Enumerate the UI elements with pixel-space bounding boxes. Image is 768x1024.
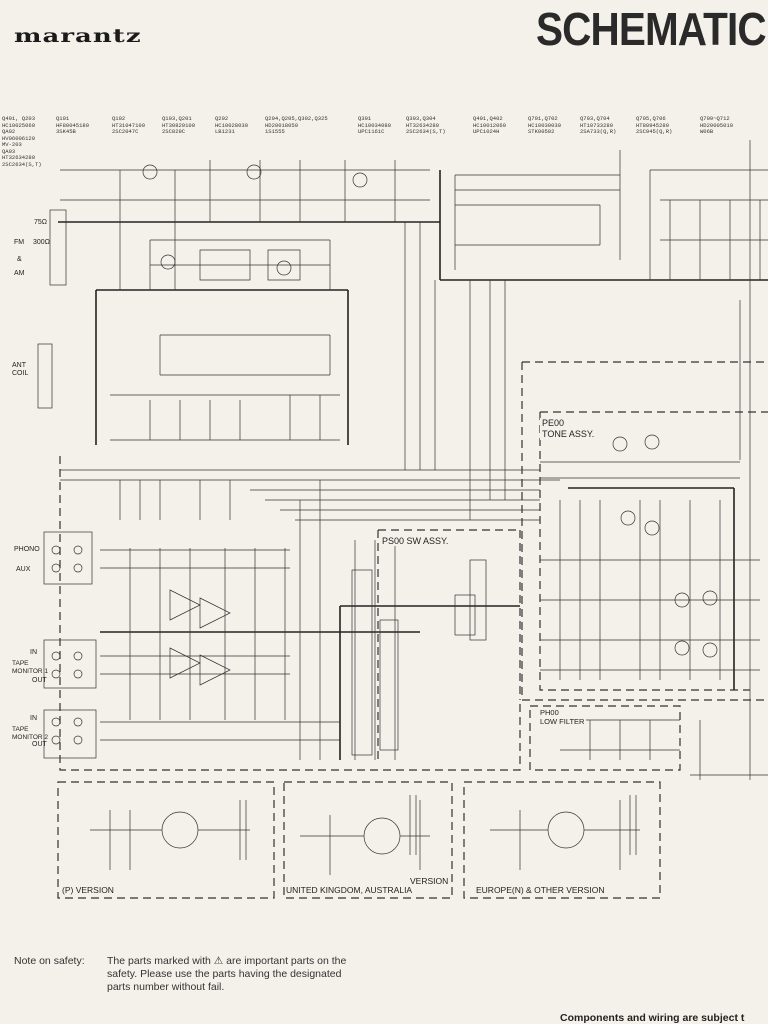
label-p-version: (P) VERSION xyxy=(62,885,114,895)
transistor-label-q102: Q102 HT31047100 2SC2047C xyxy=(112,115,146,135)
label-in-1: IN xyxy=(30,649,37,656)
transistor-label-q705: Q705,Q706 HT80945280 2SC945(Q,R) xyxy=(636,115,673,135)
transistor-label-q701: Q701,Q702 HC10030030 STK00502 xyxy=(528,115,562,135)
footer-note: Components and wiring are subject t xyxy=(560,1012,745,1024)
transistor-label-q303: Q303,Q304 HT32634280 2SC2634(S,T) xyxy=(406,115,446,135)
safety-note-label: Note on safety: xyxy=(14,955,85,967)
label-75-ohm: 75Ω xyxy=(34,219,48,226)
label-300-ohm: 300Ω xyxy=(33,239,50,246)
label-tape-monitor-2: TAPE MONITOR 2 xyxy=(12,726,48,741)
label-fm: FM xyxy=(14,239,25,246)
page-title: SCHEMATIC xyxy=(536,3,767,55)
marantz-logo: marantz xyxy=(14,26,142,47)
label-uk-version-suffix: VERSION xyxy=(410,876,449,886)
label-low-filter: PH00 LOW FILTER xyxy=(538,708,587,726)
transistor-label-q703: Q703,Q704 HT10733280 2SA733(Q,R) xyxy=(580,115,617,135)
label-aux: AUX xyxy=(16,566,31,573)
safety-note-text: The parts marked with ⚠ are important pa… xyxy=(107,955,347,993)
transistor-label-q301: Q301 HC10034080 UPC1161C xyxy=(358,115,392,135)
label-ant-coil: ANT COIL xyxy=(12,362,29,377)
label-tape-monitor-1: TAPE MONITOR 1 xyxy=(12,660,48,675)
label-europe-version: EUROPE(N) & OTHER VERSION xyxy=(476,885,605,895)
transistor-label-q204: Q204,Q205,Q302,Q325 HD20018050 1S1555 xyxy=(265,115,328,135)
label-phono: PHONO xyxy=(14,546,40,553)
transistor-label-q401b: Q401,Q402 HC10012060 UPC1024H xyxy=(473,115,507,135)
transistor-label-q202: Q202 HC10028030 LB1231 xyxy=(215,115,249,135)
label-ampersand: & xyxy=(17,256,22,263)
label-uk-australia-version: UNITED KINGDOM, AUSTRALIA xyxy=(286,885,413,895)
label-tone-assy: PE00 TONE ASSY. xyxy=(540,418,597,440)
transistor-label-q709: Q709~Q712 HD20005010 W06B xyxy=(700,115,734,135)
label-in-2: IN xyxy=(30,715,37,722)
label-out-1: OUT xyxy=(32,677,47,684)
transistor-label-q401: Q401, Q203 HC10025060 QA02 HV06006120 MV… xyxy=(2,115,42,168)
label-out-2: OUT xyxy=(32,741,47,748)
transistor-label-q103: Q103,Q201 HT30829100 2SC829C xyxy=(162,115,196,135)
label-sw-assy: PS00 SW ASSY. xyxy=(380,536,451,546)
transistor-label-q101: Q101 HF80045180 3SK45B xyxy=(56,115,90,135)
label-am: AM xyxy=(14,270,25,277)
